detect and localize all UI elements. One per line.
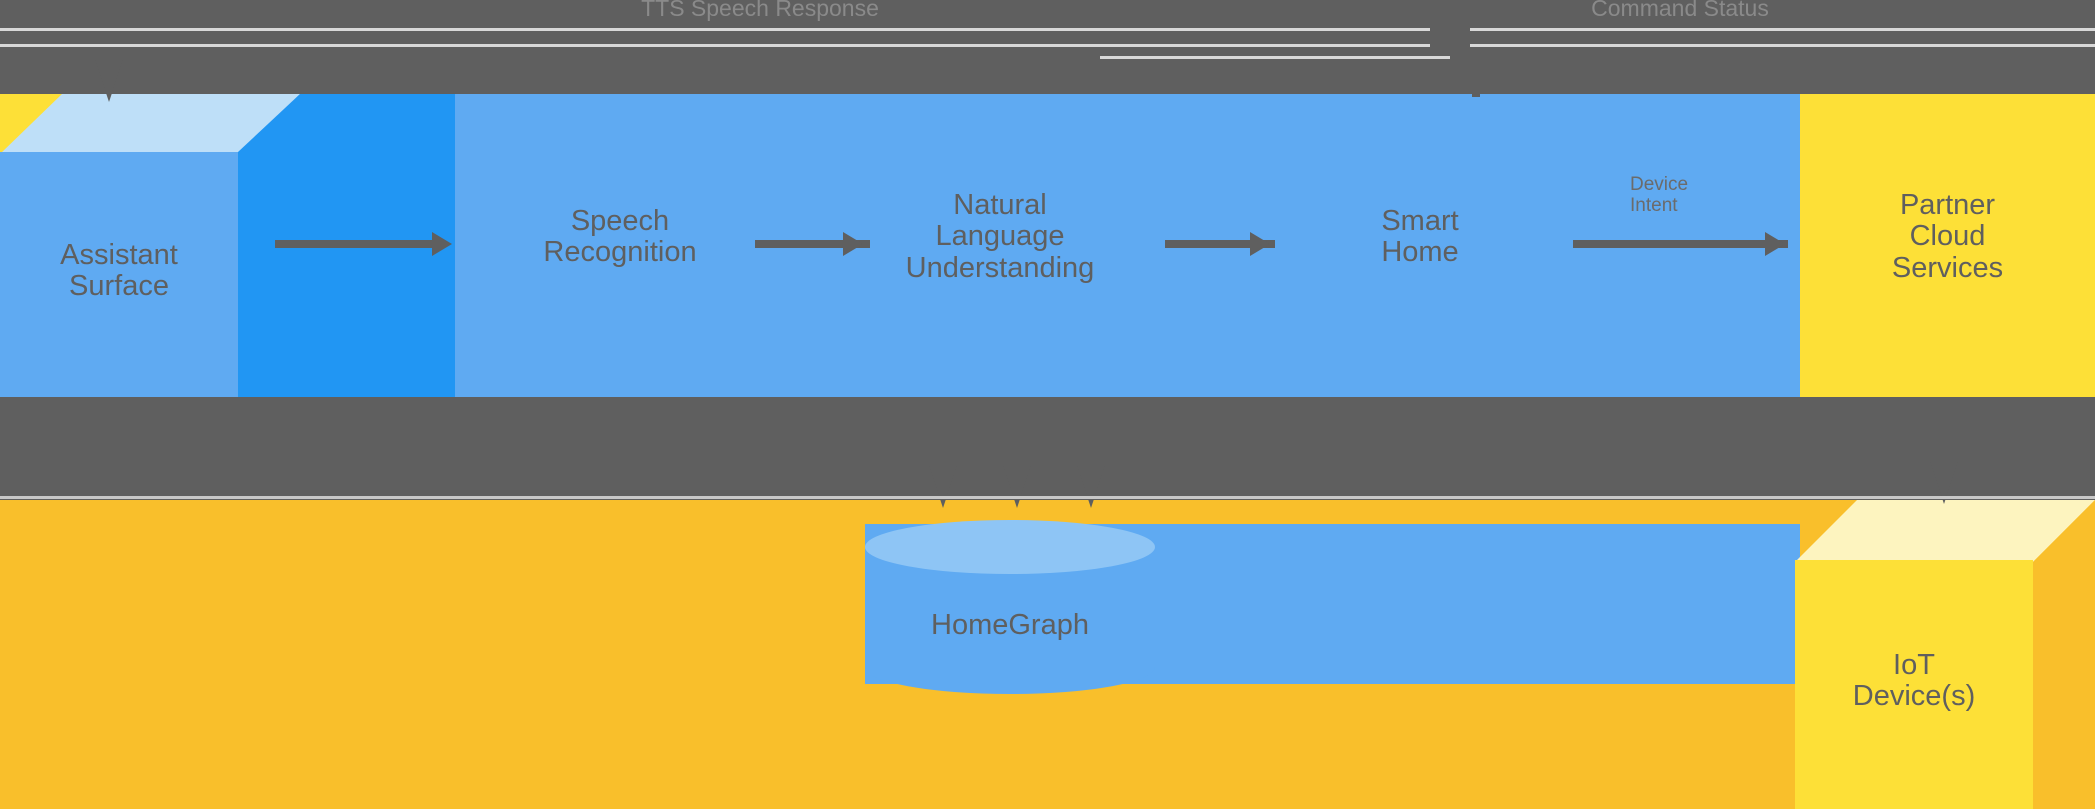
header-rule-left-2 bbox=[0, 44, 1430, 47]
node-assistant-surface bbox=[0, 94, 455, 397]
arrowhead-speech-to-nlu bbox=[843, 232, 863, 256]
arrowhead-nlu-to-smart-home bbox=[1250, 232, 1270, 256]
header-rule-left bbox=[0, 28, 1430, 31]
iot-cube-front-face bbox=[1795, 560, 2033, 809]
header-rule-right-2 bbox=[1470, 44, 2095, 47]
label-smart-home: Smart Home bbox=[1381, 205, 1459, 269]
connector-speech-to-nlu bbox=[755, 240, 870, 248]
node-homegraph bbox=[865, 520, 1155, 695]
header-command-status: Command Status bbox=[1591, 0, 1769, 21]
connector-command-status-drop bbox=[1472, 67, 1480, 97]
header-rule-mid bbox=[1100, 56, 1450, 59]
edge-label-device-intent: Device Intent bbox=[1630, 174, 1689, 216]
label-iot-devices: IoT Device(s) bbox=[1852, 649, 1976, 713]
arrowhead-assistant-to-speech bbox=[432, 232, 452, 256]
label-natural-language-understanding: Natural Language Understanding bbox=[905, 189, 1095, 284]
label-partner-cloud-services: Partner Cloud Services bbox=[1891, 189, 2004, 284]
label-speech-recognition: Speech Recognition bbox=[543, 205, 697, 269]
label-assistant-surface: Assistant Surface bbox=[60, 239, 178, 303]
partner-cloud-band bbox=[1800, 94, 2095, 397]
connector-nlu-to-smart-home bbox=[1165, 240, 1275, 248]
arrow-down-into-assistant-surface bbox=[95, 60, 123, 102]
connector-command-status-rail bbox=[1472, 67, 2092, 72]
horizontal-divider bbox=[0, 397, 2095, 500]
node-iot-devices bbox=[1795, 500, 2095, 809]
arrowhead-smart-home-to-partner-cloud bbox=[1765, 232, 1785, 256]
connector-assistant-to-speech bbox=[275, 240, 440, 248]
cube-front-face bbox=[0, 152, 238, 397]
connector-homegraph-rail bbox=[940, 470, 1940, 475]
cylinder-top-ellipse bbox=[865, 520, 1155, 574]
header-tts-speech-response: TTS Speech Response bbox=[641, 0, 879, 21]
header-rule-right bbox=[1470, 28, 2095, 31]
connector-smart-home-to-partner-cloud bbox=[1573, 240, 1788, 248]
divider-rule-bottom bbox=[0, 496, 2095, 499]
label-homegraph: HomeGraph bbox=[931, 609, 1089, 641]
